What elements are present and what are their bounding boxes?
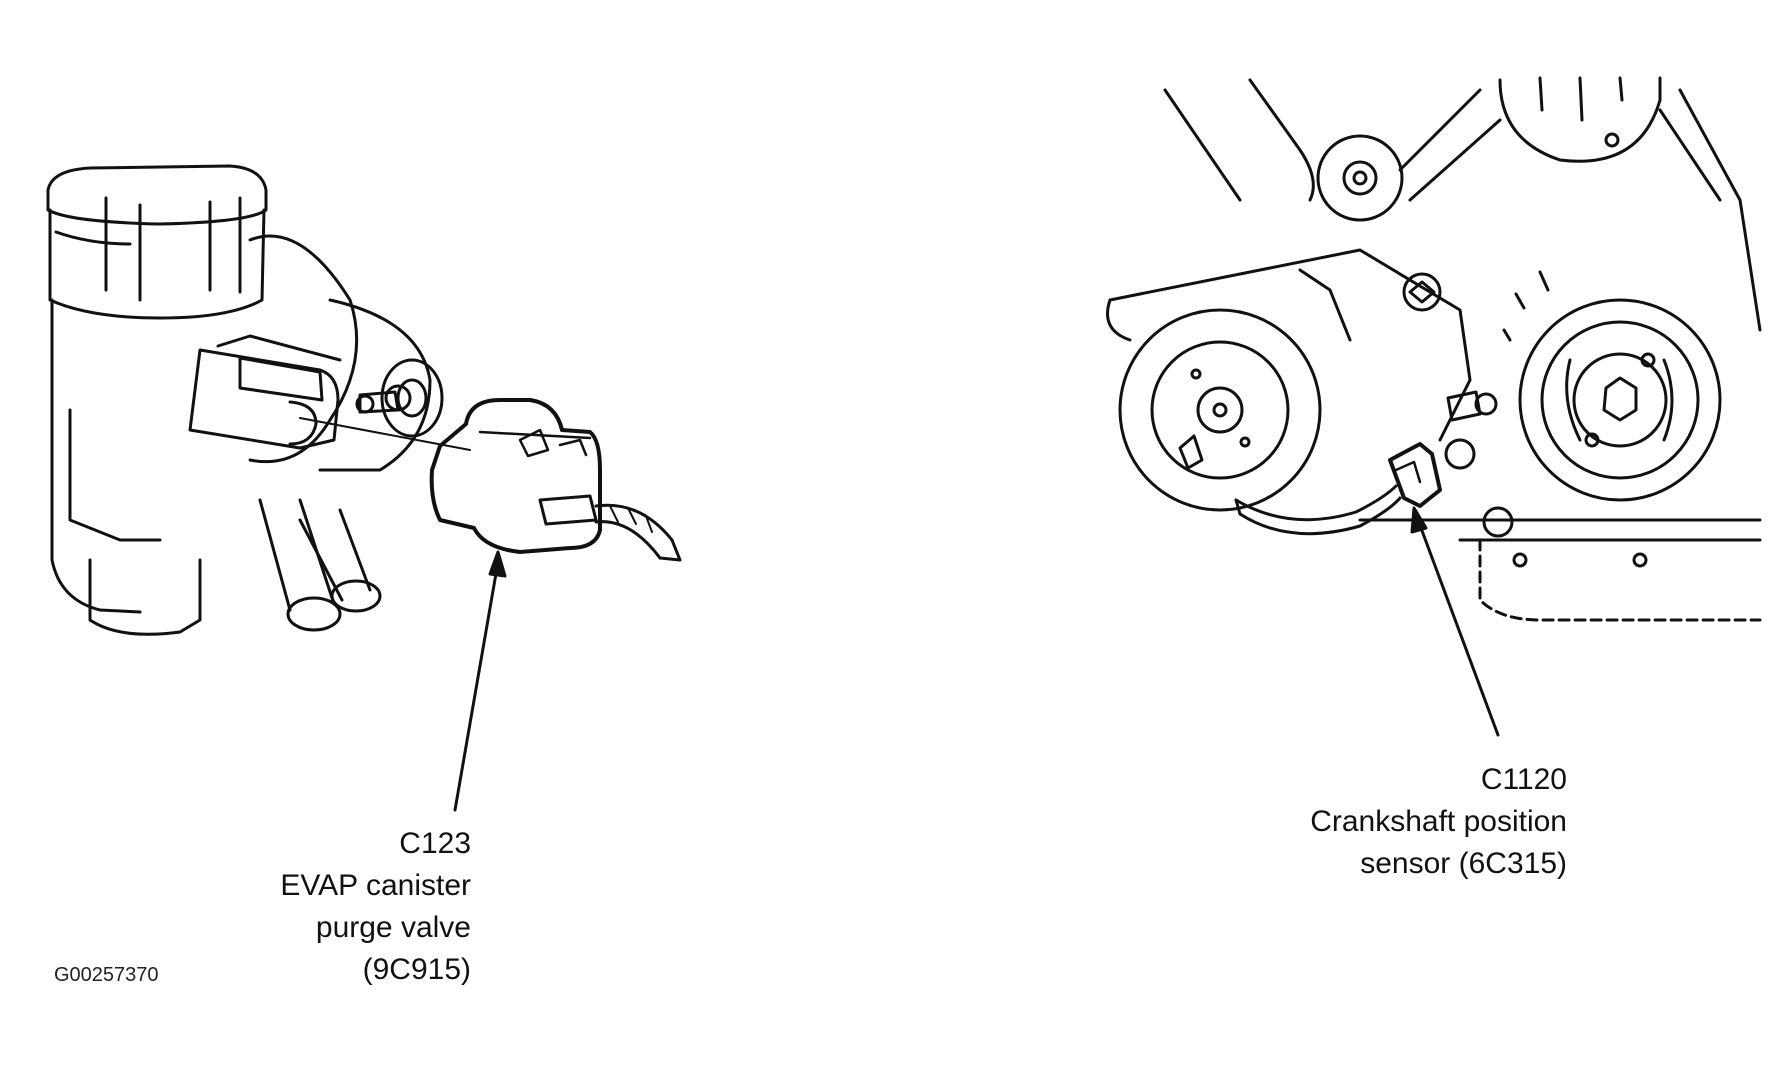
callout-evap-purge-valve: C123 EVAP canister purge valve (9C915) <box>280 823 471 991</box>
component-name-line1: EVAP canister <box>280 869 471 902</box>
pointer-arrow-c123 <box>453 550 507 812</box>
evap-purge-valve-illustration <box>46 164 471 636</box>
connector-code: C1120 <box>1480 763 1567 796</box>
component-name-line2: purge valve <box>315 911 471 944</box>
connector-c123-illustration <box>429 398 682 562</box>
component-name-line1: Crankshaft position <box>1310 805 1567 838</box>
callout-crankshaft-sensor: C1120 Crankshaft position sensor (6C315) <box>1310 759 1567 885</box>
pointer-arrow-c1120 <box>1410 506 1500 737</box>
connector-code: C123 <box>399 827 471 860</box>
crankshaft-area-illustration <box>1106 76 1762 622</box>
component-name-line2: sensor (6C315) <box>1360 847 1567 880</box>
part-number: (9C915) <box>362 953 471 986</box>
figure-id: G00257370 <box>54 964 159 986</box>
